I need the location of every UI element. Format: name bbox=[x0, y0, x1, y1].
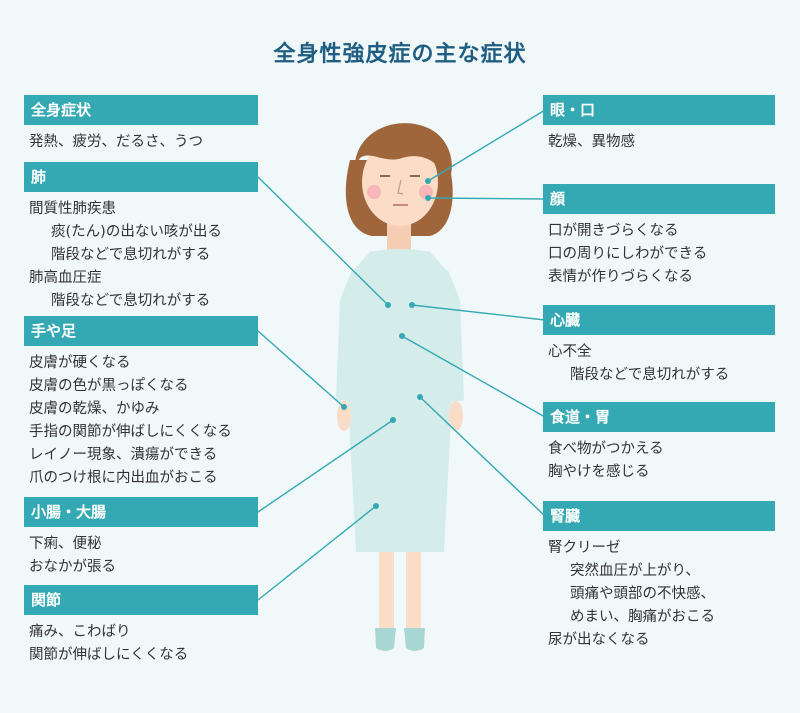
symptom-line: 痛み、こわばり bbox=[29, 624, 131, 640]
section-intestine: 小腸・大腸 下痢、便秘 おなかが張る bbox=[24, 497, 258, 579]
symptom-line: めまい、胸痛がおこる bbox=[570, 609, 715, 625]
dot-intestine bbox=[390, 417, 396, 423]
symptom-line: 頭痛や頭部の不快感、 bbox=[570, 586, 715, 602]
dot-hand bbox=[341, 404, 347, 410]
symptom-line: 尿が出なくなる bbox=[548, 632, 650, 648]
connector-intestine bbox=[257, 419, 394, 513]
section-joint: 関節 痛み、こわばり 関節が伸ばしにくくなる bbox=[24, 585, 258, 667]
dot-esophagus bbox=[399, 333, 405, 339]
section-header: 関節 bbox=[24, 585, 258, 615]
section-eye: 眼・口 乾燥、異物感 bbox=[543, 95, 775, 154]
symptom-line: 腎クリーゼ bbox=[548, 540, 621, 556]
leg-left bbox=[379, 552, 394, 632]
section-header: 肺 bbox=[24, 162, 258, 192]
dot-joint bbox=[373, 503, 379, 509]
connector-lines bbox=[257, 109, 546, 601]
connector-esophagus bbox=[401, 335, 546, 418]
symptom-line: 発熱、疲労、だるさ、うつ bbox=[29, 134, 203, 150]
symptom-line: 皮膚の色が黒っぽくなる bbox=[29, 378, 189, 394]
symptom-line: 乾燥、異物感 bbox=[548, 134, 635, 150]
symptom-line: 口が開きづらくなる bbox=[548, 223, 679, 239]
symptom-line: レイノー現象、潰瘍ができる bbox=[29, 447, 218, 463]
page-title: 全身性強皮症の主な症状 bbox=[273, 42, 527, 67]
section-hand: 手や足 皮膚が硬くなる 皮膚の色が黒っぽくなる 皮膚の乾燥、かゆみ 手指の関節が… bbox=[24, 316, 258, 490]
symptom-line: 突然血圧が上がり、 bbox=[570, 563, 700, 579]
dot-kidney bbox=[417, 394, 423, 400]
symptom-line: 表情が作りづらくなる bbox=[548, 269, 693, 285]
section-header: 腎臓 bbox=[543, 501, 775, 531]
symptom-line: 下痢、便秘 bbox=[29, 536, 102, 552]
hand-left bbox=[337, 401, 351, 431]
connector-face bbox=[427, 197, 546, 200]
dot-face bbox=[425, 195, 431, 201]
section-header: 全身症状 bbox=[24, 95, 258, 125]
connector-lung bbox=[257, 176, 389, 306]
symptom-line: 爪のつけ根に内出血がおこる bbox=[29, 470, 218, 486]
connector-heart bbox=[411, 304, 546, 321]
hand-right bbox=[449, 401, 463, 431]
section-heart: 心臓 心不全 階段などで息切れがする bbox=[543, 305, 775, 387]
section-kidney: 腎臓 腎クリーゼ 突然血圧が上がり、 頭痛や頭部の不快感、 めまい、胸痛がおこる… bbox=[543, 501, 775, 652]
symptom-line: 食べ物がつかえる bbox=[548, 441, 664, 457]
shoe-left bbox=[375, 628, 396, 651]
nose bbox=[397, 179, 404, 195]
symptom-line: おなかが張る bbox=[29, 559, 116, 575]
symptom-line: 階段などで息切れがする bbox=[51, 293, 211, 309]
section-lung: 肺 間質性肺疾患 痰(たん)の出ない咳が出る 階段などで息切れがする 肺高血圧症… bbox=[24, 162, 258, 313]
section-header: 手や足 bbox=[24, 316, 258, 346]
symptom-line: 口の周りにしわができる bbox=[548, 246, 708, 262]
section-general: 全身症状 発熱、疲労、だるさ、うつ bbox=[24, 95, 258, 154]
section-esophagus: 食道・胃 食べ物がつかえる 胸やけを感じる bbox=[543, 402, 775, 484]
dot-lung bbox=[385, 302, 391, 308]
section-face: 顔 口が開きづらくなる 口の周りにしわができる 表情が作りづらくなる bbox=[543, 184, 775, 289]
symptom-line: 皮膚の乾燥、かゆみ bbox=[29, 401, 160, 417]
symptom-line: 階段などで息切れがする bbox=[570, 367, 730, 383]
section-header: 心臓 bbox=[543, 305, 775, 335]
dot-eye bbox=[425, 178, 431, 184]
connector-hand bbox=[257, 330, 345, 408]
symptom-line: 皮膚が硬くなる bbox=[29, 355, 131, 371]
connector-dots bbox=[341, 178, 431, 509]
shoe-right bbox=[404, 628, 425, 651]
connector-kidney bbox=[419, 396, 546, 517]
dress-body bbox=[348, 249, 452, 552]
dress-sleeve-left bbox=[336, 270, 358, 402]
symptom-line: 痰(たん)の出ない咳が出る bbox=[51, 224, 222, 240]
section-header: 顔 bbox=[543, 184, 775, 214]
symptom-line: 心不全 bbox=[548, 344, 592, 360]
connector-eye bbox=[427, 109, 546, 182]
section-header: 食道・胃 bbox=[543, 402, 775, 432]
section-header: 小腸・大腸 bbox=[24, 497, 258, 527]
symptom-line: 関節が伸ばしにくくなる bbox=[29, 647, 189, 663]
symptom-line: 肺高血圧症 bbox=[29, 270, 102, 286]
symptom-line: 胸やけを感じる bbox=[548, 464, 650, 480]
symptom-line: 間質性肺疾患 bbox=[29, 201, 116, 217]
cheek-left bbox=[367, 185, 381, 199]
connector-joint bbox=[257, 505, 377, 601]
leg-right bbox=[406, 552, 421, 632]
section-header: 眼・口 bbox=[543, 95, 775, 125]
symptom-line: 階段などで息切れがする bbox=[51, 247, 211, 263]
hair-top bbox=[354, 123, 452, 182]
dot-heart bbox=[409, 302, 415, 308]
dress-sleeve-right bbox=[442, 270, 464, 402]
symptom-line: 手指の関節が伸ばしにくくなる bbox=[29, 424, 232, 440]
